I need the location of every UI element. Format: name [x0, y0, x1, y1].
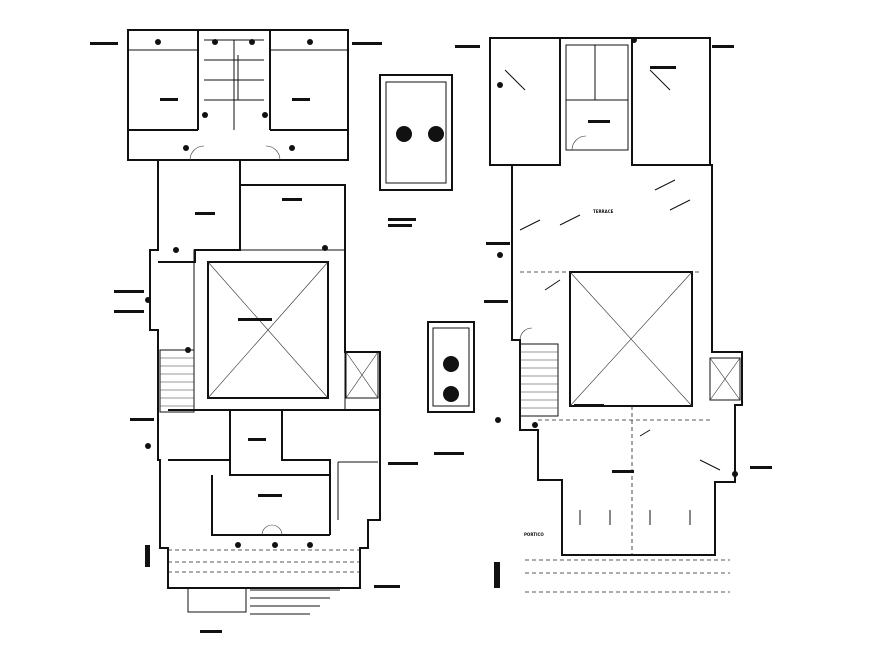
portico-label: PORTICO	[524, 532, 544, 537]
legend-fan-box-top	[379, 74, 453, 191]
right-floor-plan	[489, 37, 743, 593]
terrace-label: TERRACE	[593, 209, 614, 214]
left-floor-plan	[127, 29, 381, 615]
legend-fan-box-bottom	[427, 321, 475, 413]
electrical-symbols	[145, 37, 738, 548]
cad-text-tags	[90, 42, 772, 633]
